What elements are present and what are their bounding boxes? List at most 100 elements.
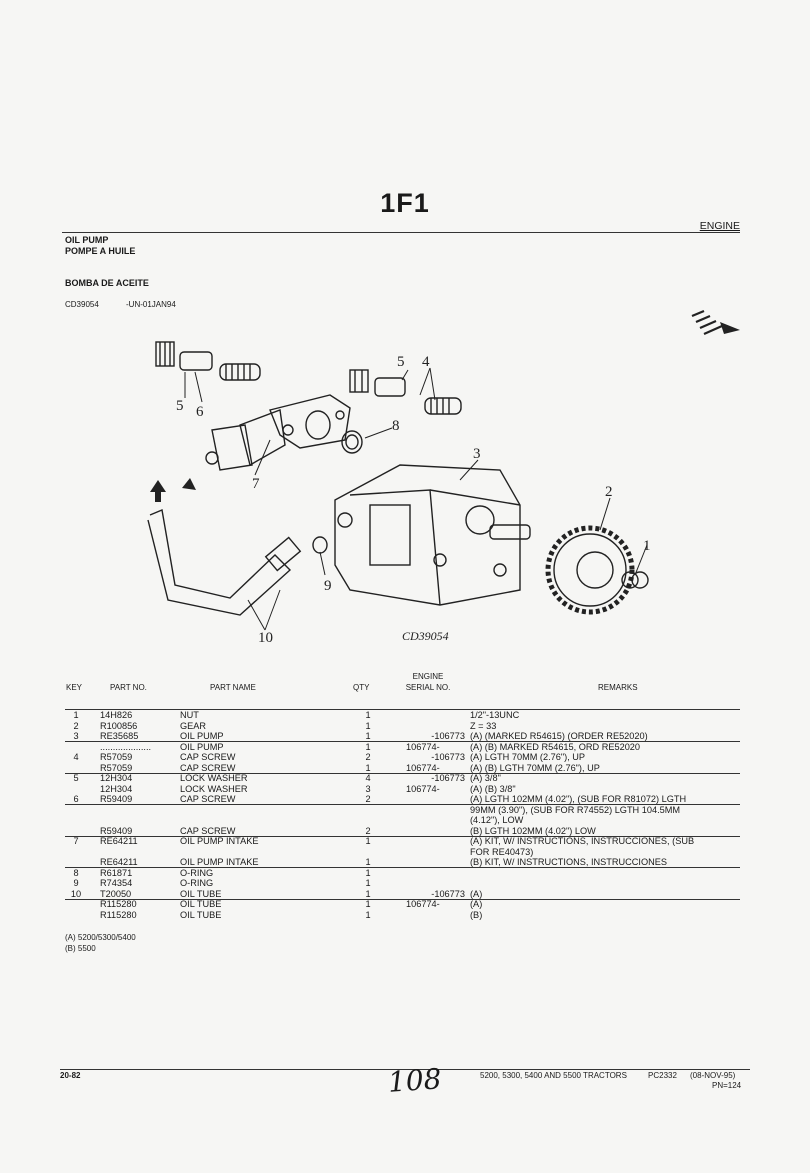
row-qty: 1 bbox=[365, 909, 371, 920]
row-key: 8 bbox=[73, 867, 79, 878]
row-qty: 3 bbox=[365, 783, 371, 794]
row-part-name: OIL PUMP INTAKE bbox=[180, 857, 259, 867]
row-part-no: R115280 bbox=[100, 899, 137, 909]
fitting-right bbox=[349, 369, 462, 415]
row-serial-no: 106774- bbox=[406, 741, 440, 752]
row-remarks: (A) KIT, W/ INSTRUCTIONS, INSTRUCCIONES,… bbox=[470, 836, 695, 846]
row-remarks: (4.12"), LOW bbox=[470, 815, 524, 825]
row-part-no: RE64211 bbox=[100, 836, 138, 846]
row-serial-no: -106773 bbox=[431, 752, 465, 762]
illustration-date: -UN-01JAN94 bbox=[126, 300, 176, 309]
callout-8: 8 bbox=[392, 418, 400, 434]
title-spanish: BOMBA DE ACEITE bbox=[65, 278, 149, 288]
footer-rule bbox=[60, 1069, 750, 1070]
row-qty: 1 bbox=[365, 731, 371, 741]
row-serial-no: 106774- bbox=[406, 762, 440, 773]
pc-number: PC2332 bbox=[648, 1071, 677, 1080]
row-part-no: 12H304 bbox=[100, 773, 133, 783]
row-key: 3 bbox=[73, 731, 79, 741]
row-part-no: .................... bbox=[100, 741, 152, 752]
table-row: 5 12H304 LOCK WASHER 4 -106773 (A) 3/8" bbox=[65, 773, 740, 783]
handwritten-page-number: 108 bbox=[386, 1062, 443, 1099]
row-serial-no: -106773 bbox=[431, 773, 465, 783]
row-key: 2 bbox=[73, 720, 79, 731]
callout-9: 9 bbox=[324, 578, 332, 594]
table-row-continuation: 99MM (3.90"), (SUB FOR R74552) LGTH 104.… bbox=[65, 805, 740, 815]
title-english: OIL PUMP bbox=[65, 235, 109, 245]
col-remarks: REMARKS bbox=[598, 683, 638, 692]
fitting-left bbox=[155, 341, 261, 381]
row-remarks: (B) LGTH 102MM (4.02") LOW bbox=[470, 825, 596, 836]
row-part-name: OIL PUMP bbox=[180, 731, 224, 741]
row-key: 6 bbox=[73, 794, 79, 804]
oil-pump-intake bbox=[205, 394, 351, 471]
publication-title: 5200, 5300, 5400 AND 5500 TRACTORS bbox=[480, 1071, 627, 1080]
row-key: 10 bbox=[70, 888, 82, 899]
row-part-no: RE64211 bbox=[100, 857, 138, 867]
row-part-name: LOCK WASHER bbox=[180, 783, 248, 794]
row-remarks: Z = 33 bbox=[470, 720, 497, 731]
row-key: 9 bbox=[73, 878, 79, 888]
row-part-name: OIL TUBE bbox=[180, 909, 222, 920]
row-key: 4 bbox=[73, 752, 79, 762]
row-remarks: (A) bbox=[470, 899, 483, 909]
row-serial-no: 106774- bbox=[406, 783, 440, 794]
row-remarks: (B) bbox=[470, 909, 483, 920]
row-remarks: (B) KIT, W/ INSTRUCTIONS, INSTRUCCIONES bbox=[470, 857, 668, 867]
row-part-no: 12H304 bbox=[100, 783, 133, 794]
col-qty: QTY bbox=[353, 683, 370, 692]
row-serial-no: 106774- bbox=[406, 899, 440, 909]
row-part-name: O-RING bbox=[180, 878, 214, 888]
row-part-no: R59409 bbox=[100, 825, 133, 836]
callout-5a: 5 bbox=[176, 398, 184, 414]
callout-1: 1 bbox=[643, 538, 651, 554]
col-part-name: PART NAME bbox=[210, 683, 256, 692]
row-qty: 1 bbox=[365, 720, 371, 731]
row-qty: 1 bbox=[365, 836, 371, 846]
table-top-rule bbox=[65, 709, 740, 710]
row-part-name: LOCK WASHER bbox=[180, 773, 248, 783]
table-row-continuation: (4.12"), LOW bbox=[65, 815, 740, 825]
page-reference: 20-82 bbox=[60, 1071, 81, 1080]
row-part-no: R59409 bbox=[100, 794, 133, 804]
row-remarks: 1/2"-13UNC bbox=[470, 710, 520, 720]
row-serial-no: -106773 bbox=[431, 731, 465, 741]
row-remarks: (A) bbox=[470, 888, 483, 899]
row-part-no: R100856 bbox=[100, 720, 138, 731]
row-remarks: (A) (MARKED R54615) (ORDER RE52020) bbox=[470, 731, 648, 741]
row-part-name: O-RING bbox=[180, 867, 214, 878]
row-serial-no: -106773 bbox=[431, 888, 465, 899]
row-key: 5 bbox=[73, 773, 79, 783]
row-part-name: OIL TUBE bbox=[180, 888, 222, 899]
note-b: (B) 5500 bbox=[65, 944, 96, 953]
callout-2: 2 bbox=[605, 484, 613, 500]
row-part-name: OIL PUMP INTAKE bbox=[180, 836, 259, 846]
oil-tube bbox=[147, 509, 302, 616]
section-label: ENGINE bbox=[699, 220, 740, 232]
row-part-name: CAP SCREW bbox=[180, 794, 236, 804]
row-part-no: 14H826 bbox=[100, 710, 133, 720]
row-qty: 2 bbox=[365, 825, 371, 836]
row-qty: 2 bbox=[365, 752, 371, 762]
row-remarks: (A) (B) LGTH 70MM (2.76"), UP bbox=[470, 762, 600, 773]
col-engine: ENGINE bbox=[412, 672, 444, 681]
row-qty: 2 bbox=[365, 794, 371, 804]
row-qty: 4 bbox=[365, 773, 371, 783]
callout-5: 5 bbox=[397, 354, 405, 370]
callout-7: 7 bbox=[252, 476, 260, 492]
row-qty: 1 bbox=[365, 899, 371, 909]
pn-number: PN=124 bbox=[712, 1081, 742, 1090]
exploded-diagram: 5 6 5 4 8 3 2 1 7 9 10 CD39054 bbox=[147, 341, 651, 646]
row-part-name: CAP SCREW bbox=[180, 752, 236, 762]
row-remarks: (A) 3/8" bbox=[470, 773, 501, 783]
callout-4: 4 bbox=[422, 354, 430, 370]
direction-arrow-icon bbox=[691, 309, 740, 336]
row-part-no: R61871 bbox=[100, 867, 133, 878]
